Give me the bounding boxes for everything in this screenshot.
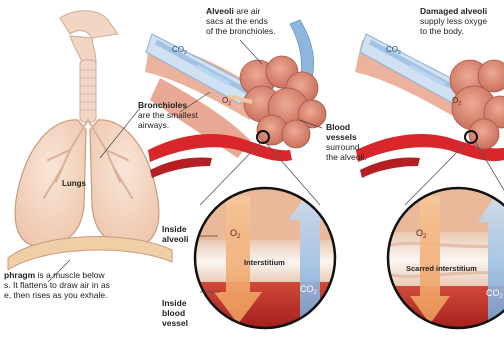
interstitium-label: Interstitium [244,258,285,267]
bronchioles-line-2: airways. [138,120,169,130]
blood-vessels-line-2: the alveoli. [326,152,367,162]
scarred-interstitium-label: Scarred interstitium [406,264,477,273]
inside-vessel-line-1: Inside [162,298,187,308]
inside-alveoli-line-2: alveoli [162,234,188,244]
diaphragm-caption: phragm is a muscle below s. It flattens … [4,270,164,300]
inside-blood-vessel-label: Inside blood vessel [162,298,202,328]
damaged-alveoli-caption: Damaged alveoli supply less oxyge to the… [420,6,504,36]
inside-alveoli-label: Inside alveoli [162,224,202,244]
bronchioles-line-1: are the smallest [138,110,198,120]
diaphragm-line-1: is a muscle below [35,270,104,280]
bronchioles-caption: Bronchioles are the smallest airways. [138,100,218,130]
damaged-alveoli-line-2: to the body. [420,26,464,36]
diaphragm-line-3: e, then rises as you exhale. [4,290,107,300]
blood-vessels-line-1: surround [326,142,360,152]
damaged-alveoli-line-1: supply less oxyge [420,16,487,26]
lungs-label: Lungs [62,179,87,188]
inside-vessel-line-2: blood [162,308,185,318]
diaphragm-title: phragm [4,270,35,280]
alveoli-caption: Alveoli are air sacs at the ends of the … [206,6,316,36]
blood-vessels-title-1: Blood [326,122,350,132]
blood-vessels-title-2: vessels [326,132,357,142]
bronchioles-title: Bronchioles [138,100,187,110]
diaphragm-line-2: s. It flattens to draw air in as [4,280,110,290]
inside-vessel-line-3: vessel [162,318,188,328]
blood-vessels-caption: Blood vessels surround the alveoli. [326,122,386,162]
magnified-view-damaged [385,185,504,334]
alveoli-title: Alveoli [206,6,234,16]
alveoli-line-1: are air [234,6,260,16]
inside-alveoli-line-1: Inside [162,224,187,234]
damaged-alveoli-title: Damaged alveoli [420,6,487,16]
alveoli-line-3: of the bronchioles. [206,26,275,36]
alveoli-line-2: sacs at the ends [206,16,268,26]
alveoli-cluster-damaged [355,34,504,205]
